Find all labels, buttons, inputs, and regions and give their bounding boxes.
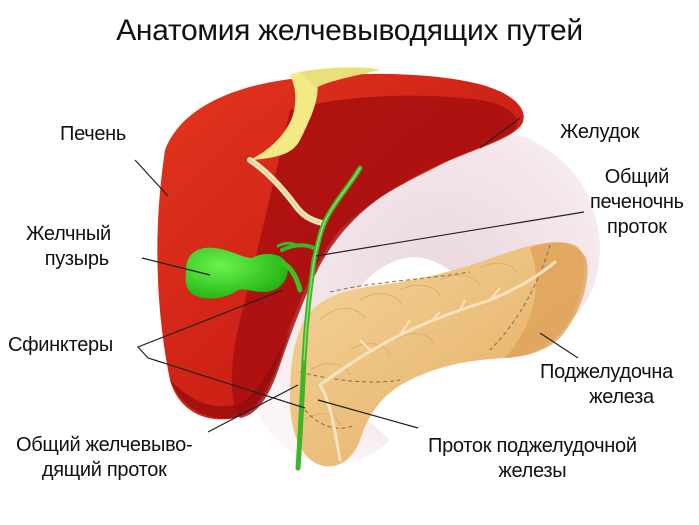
leader-lines: [134, 117, 585, 433]
leader-common-bile-duct: [207, 384, 299, 433]
leader-common-hepatic-duct: [315, 211, 585, 257]
gallbladder-shape: [185, 247, 303, 299]
leader-pancreas: [539, 332, 579, 359]
label-gallbladder: Желчный пузырь: [26, 223, 111, 270]
label-common-bile-duct: Общий желчевыво- дящий проток: [16, 434, 193, 481]
leader-stomach: [479, 117, 521, 149]
falciform-ligament: [247, 67, 380, 226]
label-liver: Печень: [60, 123, 127, 145]
pancreas-shape: [290, 242, 588, 467]
label-sphincters: Сфинктеры: [8, 334, 113, 356]
label-pancreas: Поджелудочна железа: [540, 361, 673, 408]
leader-sphincters: [136, 289, 306, 409]
leader-liver: [134, 159, 169, 197]
label-pancreatic-duct: Проток поджелудочной железы: [428, 435, 637, 482]
diagram-title: Анатомия желчевыводящих путей: [116, 14, 583, 47]
leader-pancreatic-duct: [317, 399, 419, 429]
label-common-hepatic-duct: Общий печеночнь проток: [590, 166, 684, 238]
label-stomach: Желудок: [560, 121, 640, 143]
leader-gallbladder: [141, 257, 211, 276]
